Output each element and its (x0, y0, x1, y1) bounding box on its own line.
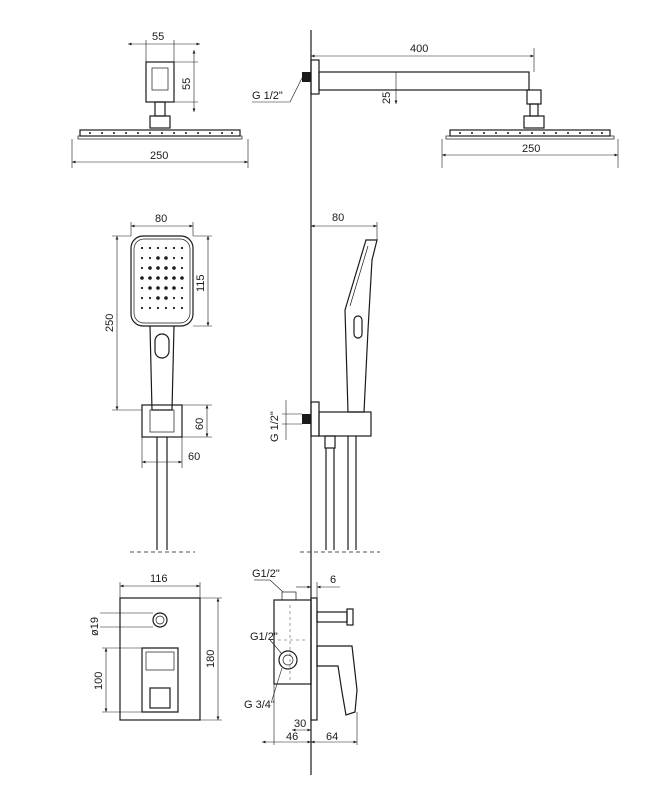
nozzle-dot (140, 306, 144, 310)
hand-shower-nozzles (140, 246, 184, 310)
nozzle-dot (172, 286, 176, 290)
dim-head-width-right: 250 (522, 143, 540, 155)
dim-head-mount-width: 55 (152, 31, 164, 43)
nozzle-dot (148, 296, 152, 300)
nozzle-dot (164, 306, 168, 310)
dim-handle-height: 100 (93, 672, 105, 690)
dim-body-depth-30: 30 (294, 718, 306, 730)
dim-arm-length: 400 (410, 43, 428, 55)
shower-arm (318, 71, 530, 91)
nozzle-dot (156, 266, 160, 270)
nozzle-dot (156, 306, 160, 310)
nozzle-dot (180, 276, 184, 280)
nozzle-dot (140, 296, 144, 300)
nozzle-dot (172, 276, 176, 280)
nozzle-dot (172, 306, 176, 310)
nozzle-dot (148, 276, 152, 280)
dim-plate-offset: 6 (330, 574, 336, 586)
nozzle-dot (180, 246, 184, 250)
dim-head-width-left: 250 (150, 150, 168, 162)
thread-mixer-bottom: G 3/4" (244, 699, 275, 711)
dim-handle-projection: 64 (326, 731, 338, 743)
nozzle-dot (156, 296, 160, 300)
nozzle-dot (148, 256, 152, 260)
hand-shower-holder (141, 404, 183, 438)
dim-knob-diameter: ø19 (89, 617, 101, 636)
hand-shower-side-view: 80 G 1/2" (269, 212, 380, 553)
arm-wall-flange (310, 59, 320, 95)
nozzle-dot (156, 276, 160, 280)
overhead-shower-front-view: 55 55 250 (71, 31, 249, 168)
dim-hand-head-height: 115 (195, 274, 207, 292)
dim-plate-width: 116 (150, 573, 168, 585)
thread-hand-inlet: G 1/2" (269, 411, 281, 442)
cover-plate (119, 597, 201, 721)
nozzle-dot (180, 296, 184, 300)
nozzle-dot (180, 266, 184, 270)
hand-shower-side-body (344, 239, 378, 413)
mixer-handle-side (316, 645, 358, 716)
diverter-knob (152, 612, 168, 628)
shower-arm-side-view: 400 25 G 1/2" 250 (252, 43, 619, 168)
dim-plate-height: 180 (205, 650, 217, 668)
thread-mixer-mid: G1/2" (250, 631, 278, 643)
nozzle-dot (164, 246, 168, 250)
dim-holder-height: 60 (194, 418, 206, 430)
dim-hand-depth: 80 (332, 212, 344, 224)
nozzle-dot (156, 256, 160, 260)
hand-shower-front-view: 80 115 250 60 60 (104, 213, 212, 553)
nozzle-dot (164, 256, 168, 260)
head-nozzles-left (89, 132, 233, 134)
mixer-side-view: G1/2" 6 G1/2" G 3/4" 30 46 64 (244, 568, 358, 745)
nozzle-dot (164, 296, 168, 300)
nozzle-dot (164, 276, 168, 280)
thread-mixer-top: G1/2" (252, 568, 280, 580)
nozzle-dot (140, 246, 144, 250)
nozzle-dot (164, 266, 168, 270)
nozzle-dot (148, 286, 152, 290)
nozzle-dot (140, 266, 144, 270)
nozzle-dot (148, 246, 152, 250)
nozzle-dot (156, 286, 160, 290)
nozzle-dot (148, 266, 152, 270)
hand-shower-handle (149, 325, 175, 411)
nozzle-dot (180, 306, 184, 310)
dim-hand-total-length: 250 (104, 314, 116, 332)
thread-arm-inlet: G 1/2" (252, 90, 283, 102)
nozzle-dot (180, 286, 184, 290)
hand-shower-head (130, 235, 194, 327)
mixer-handle-front (141, 647, 179, 713)
mixer-body (273, 599, 312, 685)
nozzle-dot (172, 296, 176, 300)
nozzle-dot (172, 266, 176, 270)
nozzle-dot (148, 306, 152, 310)
dim-arm-height: 25 (381, 92, 393, 104)
nozzle-dot (140, 286, 144, 290)
dim-head-mount-height: 55 (181, 78, 193, 90)
dim-body-depth-46: 46 (286, 731, 298, 743)
nozzle-dot (180, 256, 184, 260)
mixer-inlet-circle (278, 650, 298, 670)
shower-head-plate (79, 129, 241, 137)
nozzle-dot (156, 246, 160, 250)
diverter-stem (316, 611, 348, 623)
nozzle-dot (172, 246, 176, 250)
dim-holder-width: 60 (188, 451, 200, 463)
nozzle-dot (140, 256, 144, 260)
nozzle-dot (172, 256, 176, 260)
holder-side (318, 411, 372, 437)
dim-hand-width: 80 (155, 213, 167, 225)
nozzle-dot (140, 276, 144, 280)
nozzle-dot (164, 286, 168, 290)
shower-head-plate-right (449, 129, 611, 137)
mixer-front-view: 116 ø19 180 100 (89, 573, 222, 721)
